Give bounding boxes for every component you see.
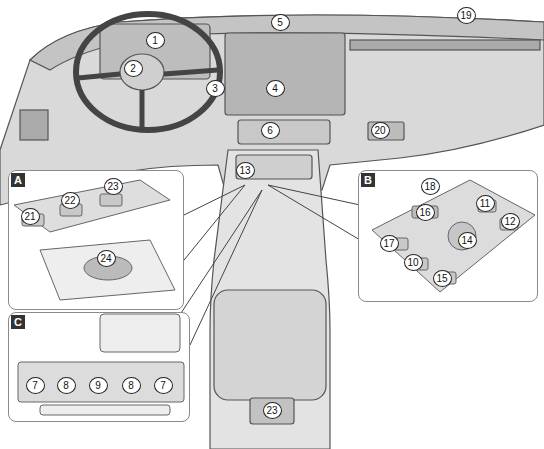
callout-number: 7: [154, 377, 173, 394]
callout-number: 23: [263, 402, 282, 419]
rear-usb: [250, 398, 294, 424]
callout-number: 18: [421, 178, 440, 195]
callout-number: 23: [104, 178, 123, 195]
console-buttons: [236, 155, 312, 179]
callout-number: 7: [26, 377, 45, 394]
inset-box: C: [8, 312, 190, 422]
switch-panel: [372, 180, 535, 292]
leader-line: [268, 185, 360, 240]
callout-number: 13: [236, 162, 255, 179]
callout-number: 9: [89, 377, 108, 394]
callout-number: 2: [124, 60, 143, 77]
climate-panel: [238, 120, 330, 144]
center-screen: [225, 33, 345, 115]
steering-wheel: [76, 14, 220, 130]
callout-number: 8: [122, 377, 141, 394]
callout-number: 6: [261, 122, 280, 139]
callout-number: 3: [206, 80, 225, 97]
switch: [100, 194, 122, 206]
inset-backgrounds: [8, 170, 538, 422]
leader-line: [180, 185, 245, 265]
glovebox-handle: [368, 122, 404, 140]
steering-hub: [120, 54, 164, 90]
callout-number: 14: [458, 232, 477, 249]
storage-lip: [40, 405, 170, 415]
armrest: [214, 290, 326, 400]
callout-number: 24: [97, 250, 116, 267]
callout-number: 5: [271, 14, 290, 31]
callout-number: 15: [433, 270, 452, 287]
steering-spokes: [78, 70, 218, 128]
speaker-grille: [100, 314, 180, 352]
mode-dial: [448, 222, 476, 250]
inset-c-detail: [18, 314, 184, 415]
callout-number: 8: [57, 377, 76, 394]
callout-number: 11: [476, 195, 495, 212]
seat-switch-panel: [18, 362, 184, 402]
inset-a-detail: [14, 180, 175, 300]
callout-number: 17: [380, 235, 399, 252]
inset-letter: A: [11, 173, 25, 187]
inset-b-detail: [372, 180, 535, 292]
callout-number: 21: [21, 208, 40, 225]
callout-number: 1: [146, 32, 165, 49]
callout-number: 22: [61, 192, 80, 209]
inset-bg: [8, 312, 190, 422]
inset-bg: [8, 170, 184, 310]
vent: [350, 40, 540, 50]
callout-number: 19: [457, 7, 476, 24]
inset-letter: B: [361, 173, 375, 187]
inset-letter: C: [11, 315, 25, 329]
callout-number: 16: [416, 204, 435, 221]
inset-box: A: [8, 170, 184, 310]
callout-number: 12: [501, 213, 520, 230]
vent: [20, 110, 48, 140]
callout-number: 20: [371, 122, 390, 139]
inset-bg: [358, 170, 538, 302]
switch-panel: [14, 180, 170, 232]
callout-number: 10: [404, 254, 423, 271]
callout-number: 4: [266, 80, 285, 97]
charging-pad: [40, 240, 175, 300]
